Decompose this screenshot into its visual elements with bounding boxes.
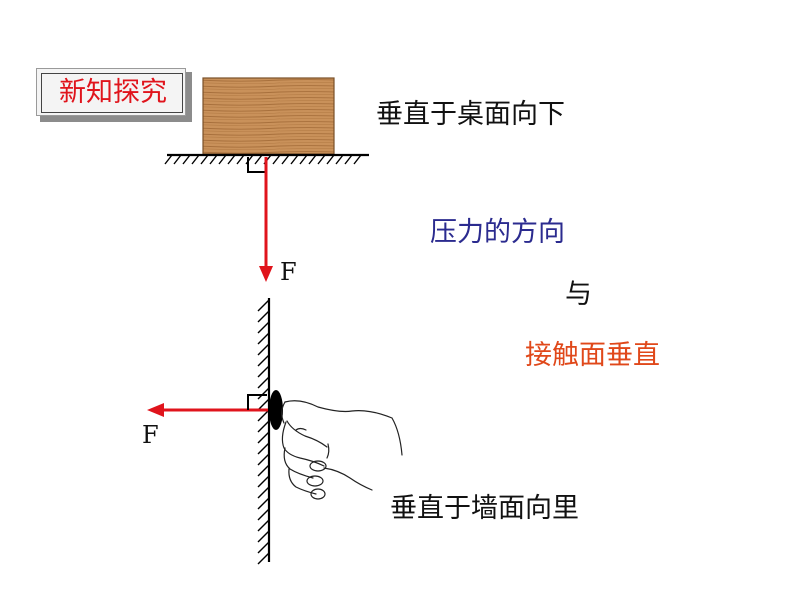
thumbtack [269,390,283,430]
force-label-horizontal: F [142,421,159,449]
horizontal-force-arrow [147,403,268,417]
hand-illustration [281,400,403,500]
perpendicular-contact-label: 接触面垂直 [525,340,660,371]
pressure-direction-label: 压力的方向 [430,217,565,248]
badge-title: 新知探究 [59,77,167,108]
and-label: 与 [565,279,592,310]
wall-direction-label: 垂直于墙面向里 [390,493,579,524]
section-badge: 新知探究 [36,68,194,122]
wall-surface [257,298,271,565]
right-angle-marker-table [247,157,266,173]
table-surface [164,153,369,165]
wooden-block [202,77,335,155]
right-angle-marker-wall [247,394,267,410]
vertical-force-arrow [259,157,273,282]
force-label-vertical: F [280,258,297,286]
desk-direction-label: 垂直于桌面向下 [376,99,565,130]
